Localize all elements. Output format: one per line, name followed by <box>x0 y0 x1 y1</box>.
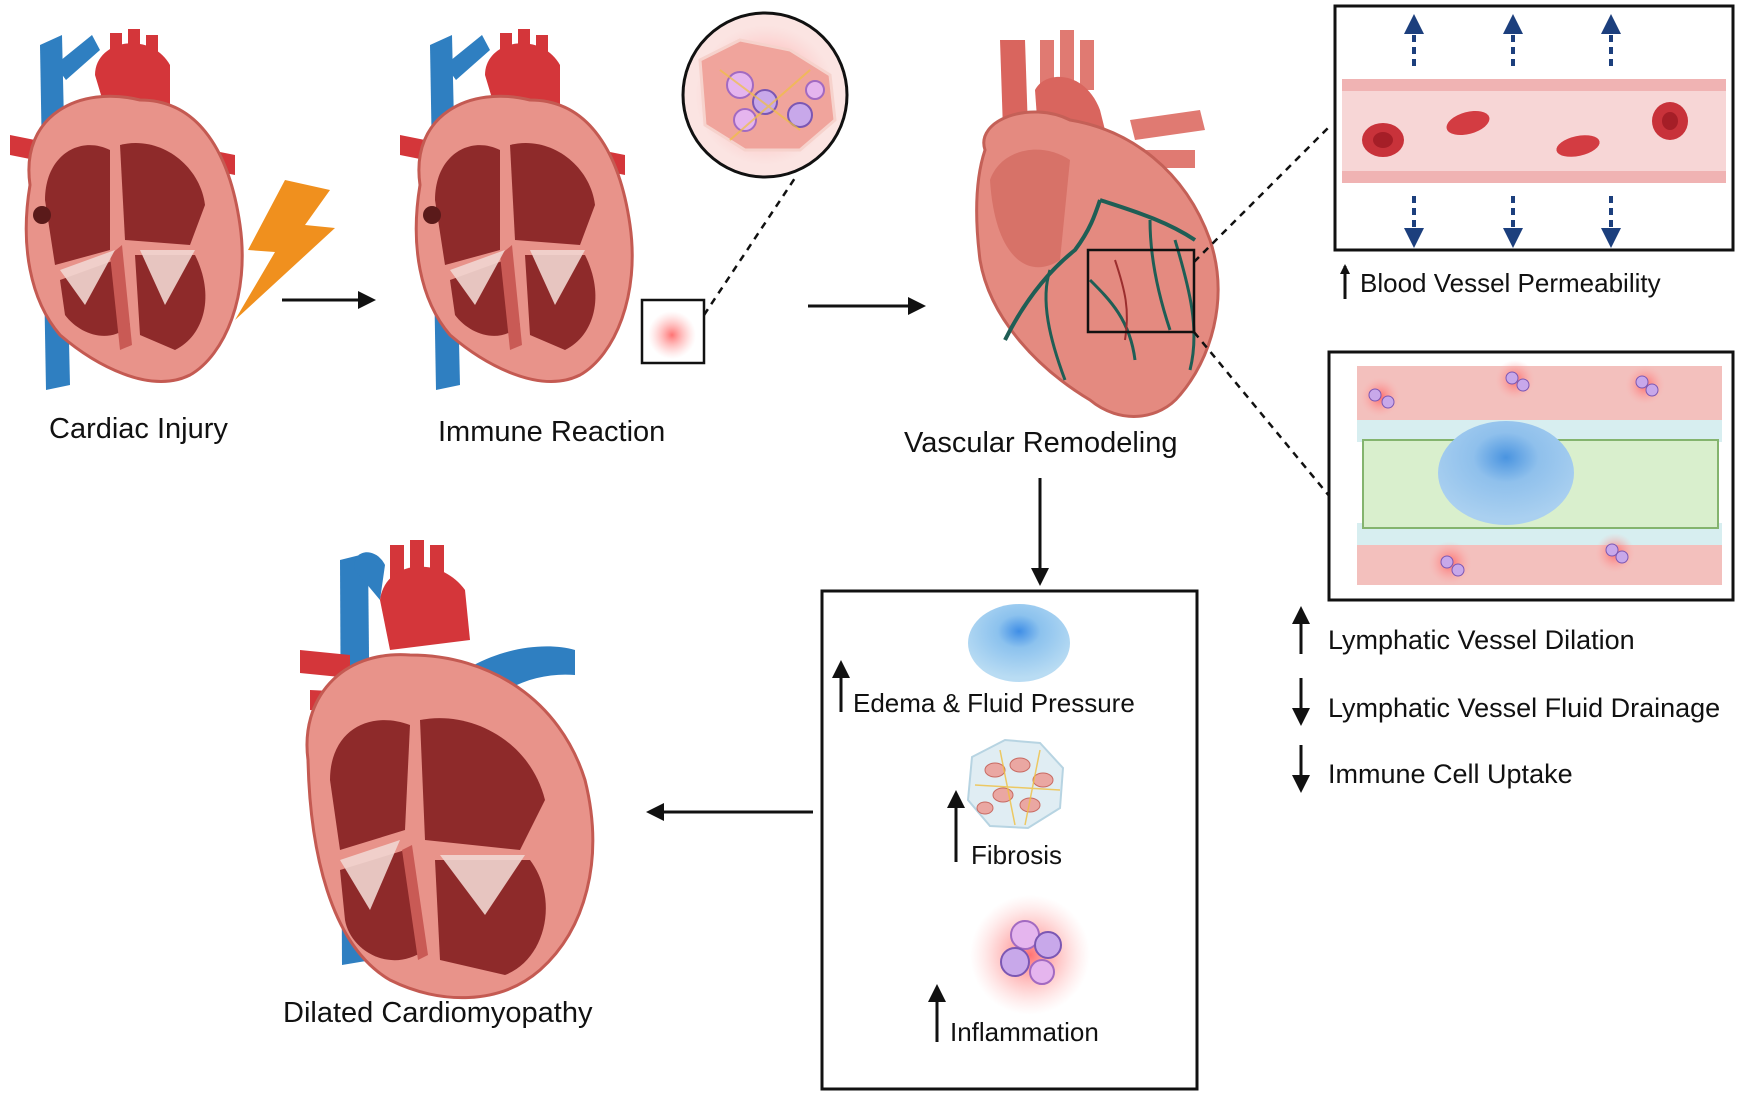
vascular-zoom-connector-bottom <box>1193 331 1331 498</box>
immune-reaction-label: Immune Reaction <box>438 416 666 448</box>
blood-vessel-panel <box>1333 4 1735 252</box>
inflammation-label: Inflammation <box>950 1017 1099 1047</box>
fibrosis-icon <box>966 738 1065 830</box>
lymphatic-drainage-label: Lymphatic Vessel Fluid Drainage <box>1328 693 1721 723</box>
cardiac-injury-label: Cardiac Injury <box>49 413 228 445</box>
edema-droplet <box>968 604 1070 682</box>
immune-reaction-heart-illustration <box>398 27 634 392</box>
cardiac-injury-heart-illustration <box>8 27 244 392</box>
immune-zoom-box <box>640 298 706 365</box>
dilated-cardiomyopathy-label: Dilated Cardiomyopathy <box>283 997 593 1029</box>
edema-label: Edema & Fluid Pressure <box>853 688 1135 718</box>
consequences-panel <box>820 589 1199 1091</box>
immune-cell-uptake-label: Immune Cell Uptake <box>1328 759 1573 789</box>
blood-vessel-permeability-label: Blood Vessel Permeability <box>1360 268 1661 298</box>
inflammation-hotspot <box>648 311 696 359</box>
vascular-remodeling-heart-illustration <box>975 30 1220 418</box>
lymphatic-dilation-label: Lymphatic Vessel Dilation <box>1328 625 1635 655</box>
lightning-icon <box>235 180 335 320</box>
inflammation-icon <box>970 895 1090 1015</box>
immune-zoom-connector <box>702 177 797 316</box>
vascular-zoom-box <box>1086 248 1196 334</box>
immune-zoom-bubble <box>681 11 849 179</box>
fibrosis-label: Fibrosis <box>971 840 1063 870</box>
lymphatic-vessel-panel <box>1327 350 1735 602</box>
dcm-heart-illustration <box>300 540 595 1000</box>
vascular-zoom-connector-top <box>1193 125 1331 263</box>
vascular-remodeling-label: Vascular Remodeling <box>904 427 1178 459</box>
